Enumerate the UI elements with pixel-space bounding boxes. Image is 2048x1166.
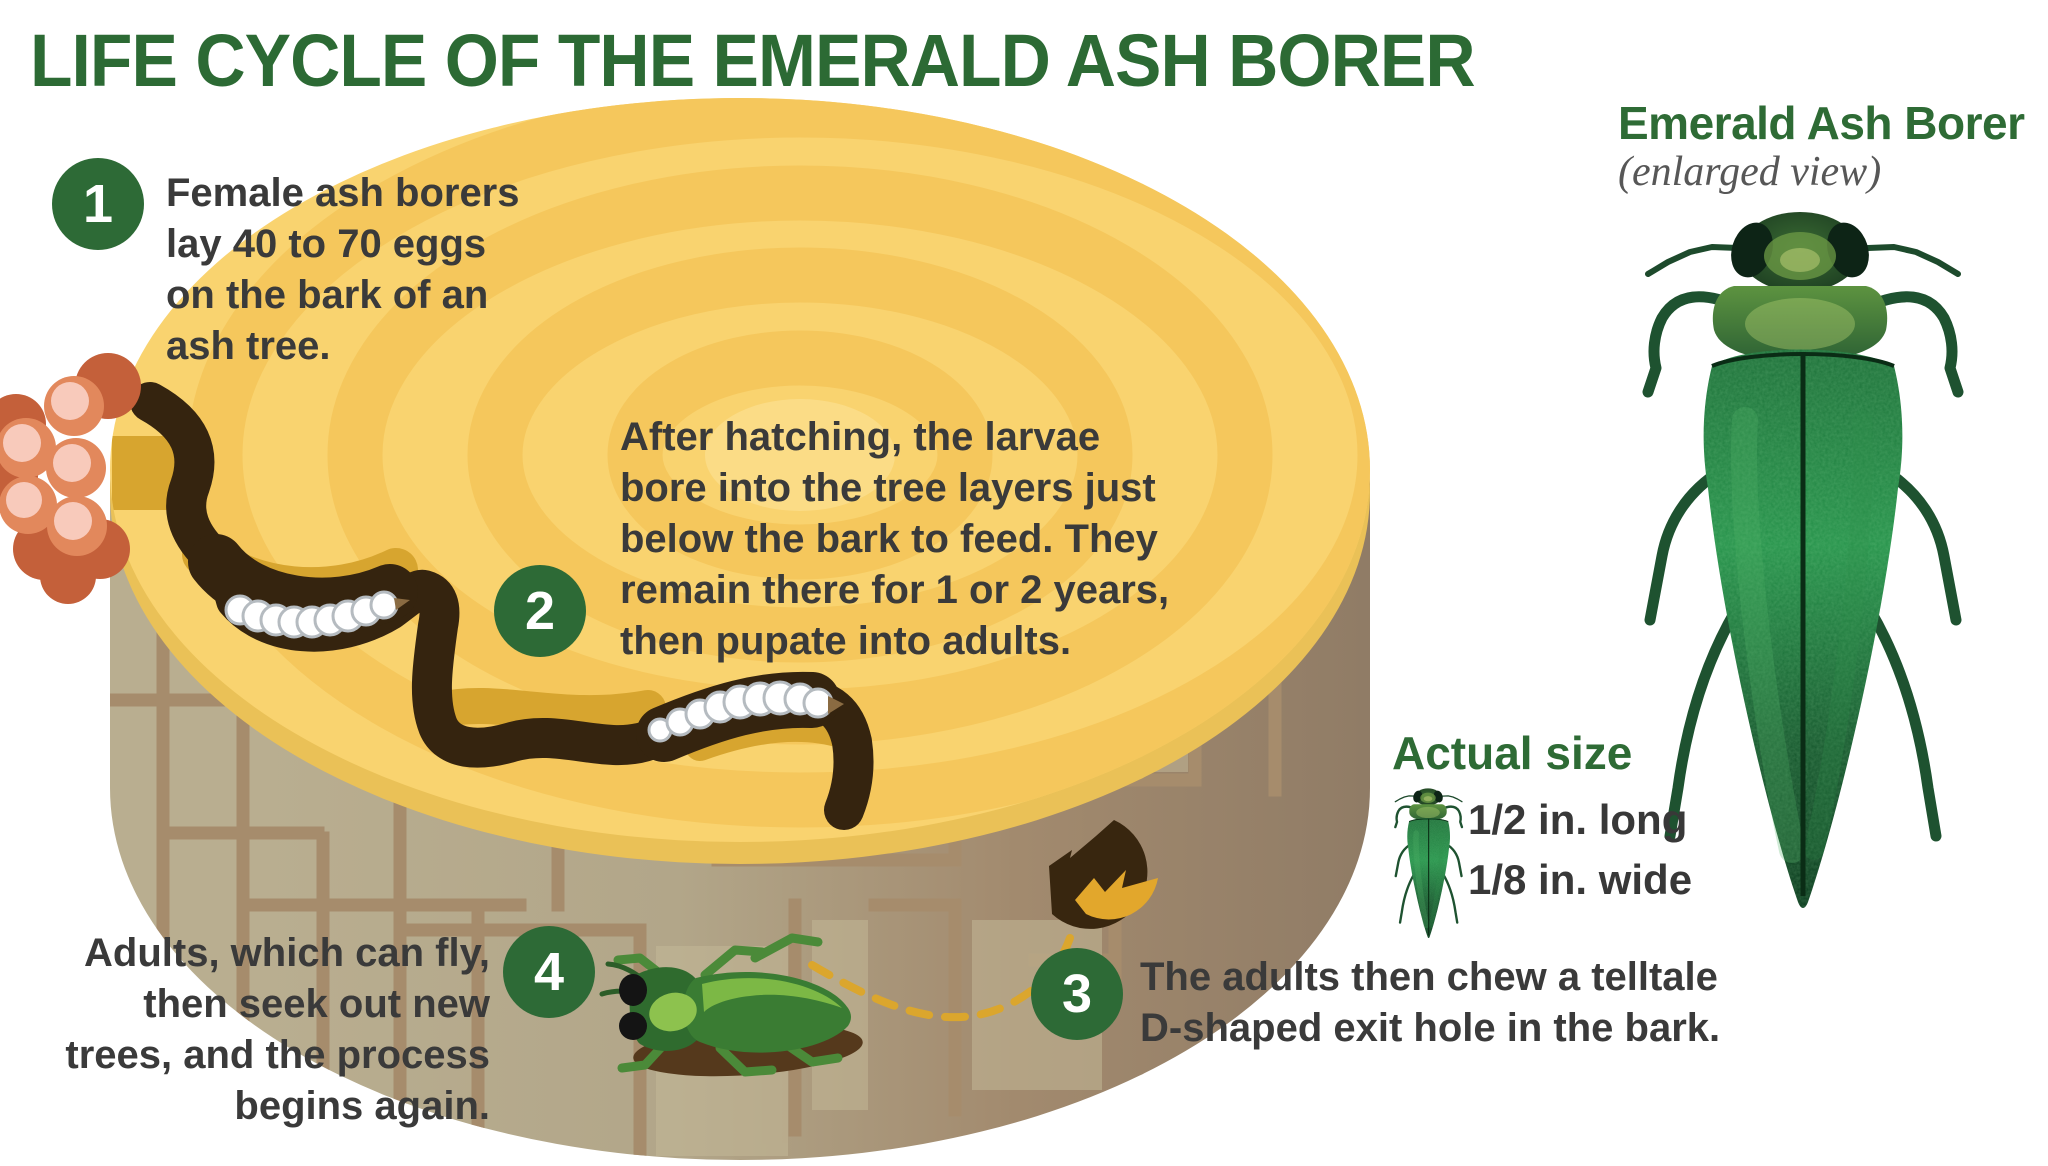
- egg-cluster-icon: [0, 353, 141, 604]
- actual-size-length: 1/2 in. long: [1468, 796, 1688, 843]
- actual-size-label: Actual size: [1392, 727, 1633, 779]
- step-1-badge: 1: [52, 158, 144, 250]
- step-1-text-block: Female ash borers lay 40 to 70 eggs on t…: [166, 168, 586, 372]
- beetle-panel-heading: Emerald Ash Borer: [1618, 97, 2025, 149]
- page-title: LIFE CYCLE OF THE EMERALD ASH BORER: [30, 19, 1476, 102]
- step-2-text: After hatching, the larvae bore into the…: [620, 415, 1170, 663]
- tree-stump: [110, 98, 1370, 1160]
- adult-beetle-icon: [599, 933, 851, 1077]
- step-3-number: 3: [1061, 964, 1093, 1024]
- actual-size-dimensions: 1/2 in. long 1/8 in. wide: [1468, 790, 1692, 910]
- step-2-number: 2: [524, 581, 556, 641]
- step-3-text: The adults then chew a telltale D-shaped…: [1140, 955, 1721, 1050]
- step-4-badge: 4: [503, 926, 595, 1018]
- beetle-panel-subheading: (enlarged view): [1618, 149, 1882, 195]
- emerald-ash-borer-photo: [1642, 212, 1964, 908]
- step-4-text-block: Adults, which can fly, then seek out new…: [40, 928, 490, 1132]
- step-4-text: Adults, which can fly, then seek out new…: [65, 931, 490, 1128]
- step-2-text-block: After hatching, the larvae bore into the…: [620, 412, 1260, 667]
- larva-icon: [224, 590, 410, 639]
- step-3-text-block: The adults then chew a telltale D-shaped…: [1140, 952, 1840, 1054]
- step-1-number: 1: [82, 174, 114, 234]
- step-2-badge: 2: [494, 565, 586, 657]
- step-4-number: 4: [533, 942, 565, 1002]
- step-1-text: Female ash borers lay 40 to 70 eggs on t…: [166, 171, 520, 368]
- d-shaped-exit-hole: [1049, 820, 1158, 929]
- actual-size-width: 1/8 in. wide: [1468, 856, 1693, 903]
- larva-icon: [647, 680, 844, 743]
- actual-size-beetle-icon: [1395, 788, 1462, 938]
- step-3-badge: 3: [1031, 948, 1123, 1040]
